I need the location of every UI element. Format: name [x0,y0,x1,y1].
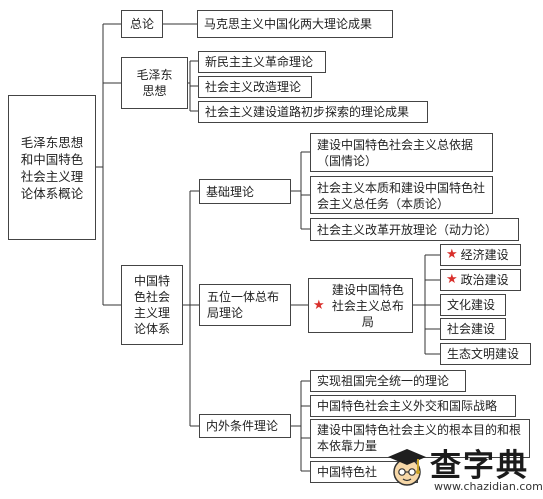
star-icon: ★ [313,297,325,313]
node-conditions: 内外条件理论 [199,414,291,438]
node-mao: 毛泽东思想 [121,57,188,109]
node-five-item-1-label: 经济建设 [460,248,509,262]
node-conditions-item-1-label: 实现祖国完全统一的理论 [317,374,450,388]
node-mao-item-1-label: 新民主主义革命理论 [205,55,314,69]
node-foundation-item-1: 建设中国特色社会主义总依据（国情论） [310,133,493,172]
node-conditions-item-2: 中国特色社会主义外交和国际战略 [310,395,516,417]
root-node-label: 毛泽东思想和中国特色社会主义理论体系概论 [20,134,84,201]
chazidian-logo: 查字典 www.chazidian.com [378,440,543,499]
node-five-item-3: 文化建设 [440,294,506,316]
node-foundation-label: 基础理论 [206,184,255,199]
node-general-item-label: 马克思主义中国化两大理论成果 [204,17,373,31]
node-conditions-item-4-label: 中国特色社 [317,465,378,479]
node-five-in-one-middle: ★ 建设中国特色社会主义总布局 [308,278,413,333]
node-five-item-2: ★ 政治建设 [440,269,521,291]
node-general: 总论 [121,10,163,38]
node-conditions-item-3-label: 建设中国特色社会主义的根本目的和根本依靠力量 [317,423,522,453]
scholar-icon [388,449,426,486]
node-socialism-label: 中国特色社会主义理论体系 [133,274,170,336]
node-five-item-1: ★ 经济建设 [440,244,521,266]
node-foundation-item-2-label: 社会主义本质和建设中国特色社会主义总任务（本质论） [317,181,486,211]
root-node: 毛泽东思想和中国特色社会主义理论体系概论 [8,95,96,240]
node-mao-item-3: 社会主义建设道路初步探索的理论成果 [198,101,428,123]
star-icon: ★ [446,272,458,287]
logo-url: www.chazidian.com [434,480,543,493]
logo-title: 查字典 [430,448,529,484]
node-mao-item-2-label: 社会主义改造理论 [205,80,302,94]
node-foundation-item-3: 社会主义改革开放理论（动力论） [310,218,519,241]
node-conditions-label: 内外条件理论 [206,419,279,433]
node-five-item-4-label: 社会建设 [447,322,496,336]
node-socialism: 中国特色社会主义理论体系 [121,265,183,345]
node-foundation-item-3-label: 社会主义改革开放理论（动力论） [317,222,498,237]
node-five-in-one-label: 五位一体总布局理论 [207,290,280,320]
node-conditions-item-1: 实现祖国完全统一的理论 [310,370,466,392]
node-five-item-4: 社会建设 [440,318,506,340]
node-five-in-one: 五位一体总布局理论 [199,284,291,326]
node-five-item-5-label: 生态文明建设 [447,347,520,361]
node-general-label: 总论 [129,17,154,31]
node-foundation-item-1-label: 建设中国特色社会主义总依据（国情论） [317,138,474,168]
node-foundation-item-2: 社会主义本质和建设中国特色社会主义总任务（本质论） [310,176,493,214]
node-five-item-5: 生态文明建设 [440,343,531,365]
node-foundation: 基础理论 [199,179,291,204]
node-mao-item-2: 社会主义改造理论 [198,76,312,98]
node-mao-label: 毛泽东思想 [136,68,173,98]
node-mao-item-1: 新民主主义革命理论 [198,51,326,73]
node-five-item-2-label: 政治建设 [460,273,509,287]
node-conditions-item-2-label: 中国特色社会主义外交和国际战略 [317,399,498,413]
node-mao-item-3-label: 社会主义建设道路初步探索的理论成果 [205,105,410,119]
star-icon: ★ [446,247,458,262]
node-five-in-one-middle-label: 建设中国特色社会主义总布局 [331,282,404,329]
node-five-item-3-label: 文化建设 [447,298,496,312]
node-general-item: 马克思主义中国化两大理论成果 [197,10,393,38]
